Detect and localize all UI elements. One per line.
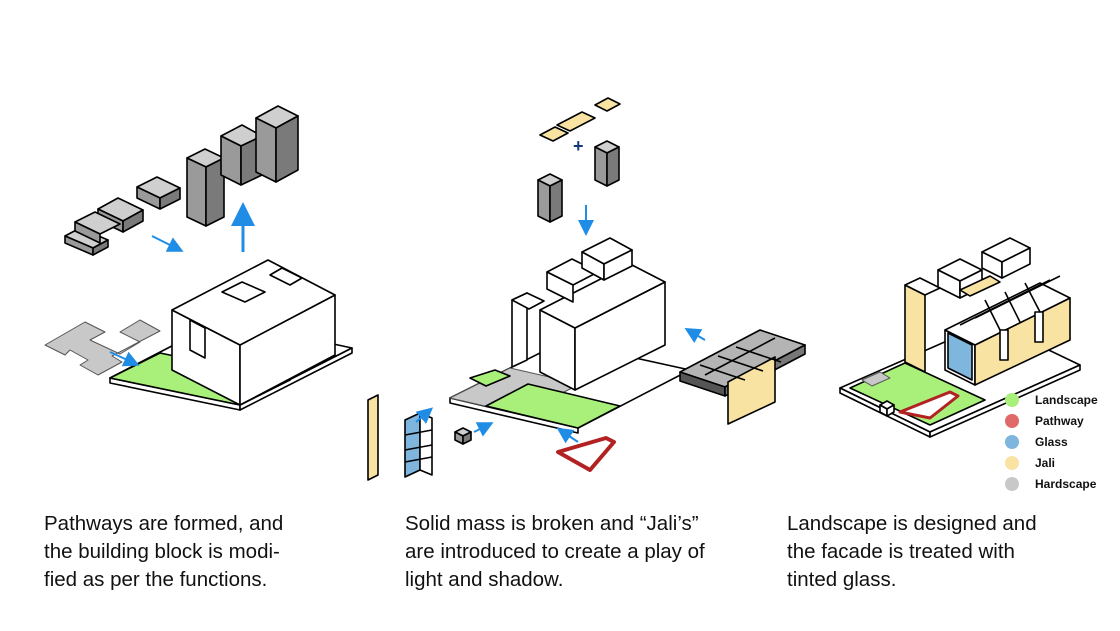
- plus-icon: +: [573, 136, 584, 156]
- legend-label-hardscape: Hardscape: [1035, 477, 1097, 491]
- pathway-outline: [556, 436, 616, 472]
- glass-jali-panel: [404, 412, 433, 478]
- legend-swatch-hardscape: [1005, 477, 1019, 491]
- caption-step3: Landscape is designed and the facade is …: [787, 512, 1037, 591]
- jali-plank: [679, 329, 806, 425]
- legend-swatch-landscape: [1005, 393, 1019, 407]
- jali-panel-tall: [367, 394, 379, 481]
- step1-illustration: [44, 105, 353, 411]
- caption-step2: Solid mass is broken and “Jali’s” are in…: [405, 512, 705, 591]
- legend-label-glass: Glass: [1035, 435, 1068, 449]
- hardscape-pathway: [44, 319, 161, 376]
- legend-label-pathway: Pathway: [1035, 414, 1084, 428]
- legend-swatch-pathway: [1005, 414, 1019, 428]
- legend-label-jali: Jali: [1035, 456, 1055, 470]
- landscape-lawn-2: [485, 383, 621, 429]
- pathway-3: [898, 390, 960, 420]
- step2-arrows: [415, 205, 706, 444]
- grey-masses-small: [64, 176, 181, 256]
- legend-swatch-glass: [1005, 435, 1019, 449]
- step3-illustration: [839, 237, 1081, 438]
- caption-step1: Pathways are formed, and the building bl…: [44, 512, 284, 591]
- legend-label-landscape: Landscape: [1035, 393, 1098, 407]
- jali-tall-3: [904, 284, 926, 373]
- step2-illustration: [367, 97, 806, 481]
- grey-masses-tall: [186, 105, 299, 227]
- legend-swatch-jali: [1005, 456, 1019, 470]
- step1-arrows: [109, 202, 255, 367]
